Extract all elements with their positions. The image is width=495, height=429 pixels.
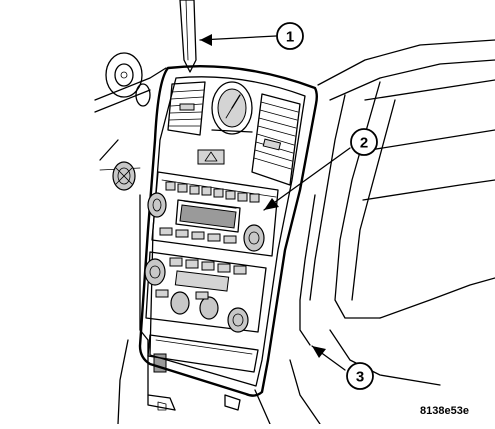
callout-1-number: 1 (286, 29, 294, 46)
radio-head-unit (147, 171, 279, 257)
callout-3: 3 (346, 362, 374, 390)
left-air-vent (167, 81, 206, 136)
trim-removal-tool (179, 0, 197, 73)
storage-bin (147, 334, 259, 373)
callout-3-circle (346, 362, 374, 390)
callout-2: 2 (350, 128, 378, 156)
right-air-vent (251, 93, 301, 186)
center-bezel (138, 65, 318, 397)
dash-left-details (105, 52, 151, 191)
callout-2-number: 2 (360, 135, 368, 152)
analog-clock (211, 81, 253, 135)
callout-2-circle (350, 128, 378, 156)
callouts: 1 2 3 (276, 22, 378, 390)
hvac-controls (144, 251, 267, 333)
callout-leaders (199, 34, 351, 371)
figure-reference-code: 8138e53e (420, 405, 469, 417)
hazard-switch (197, 149, 225, 165)
callout-1-circle (276, 22, 304, 50)
callout-1: 1 (276, 22, 304, 50)
callout-3-number: 3 (356, 369, 364, 386)
